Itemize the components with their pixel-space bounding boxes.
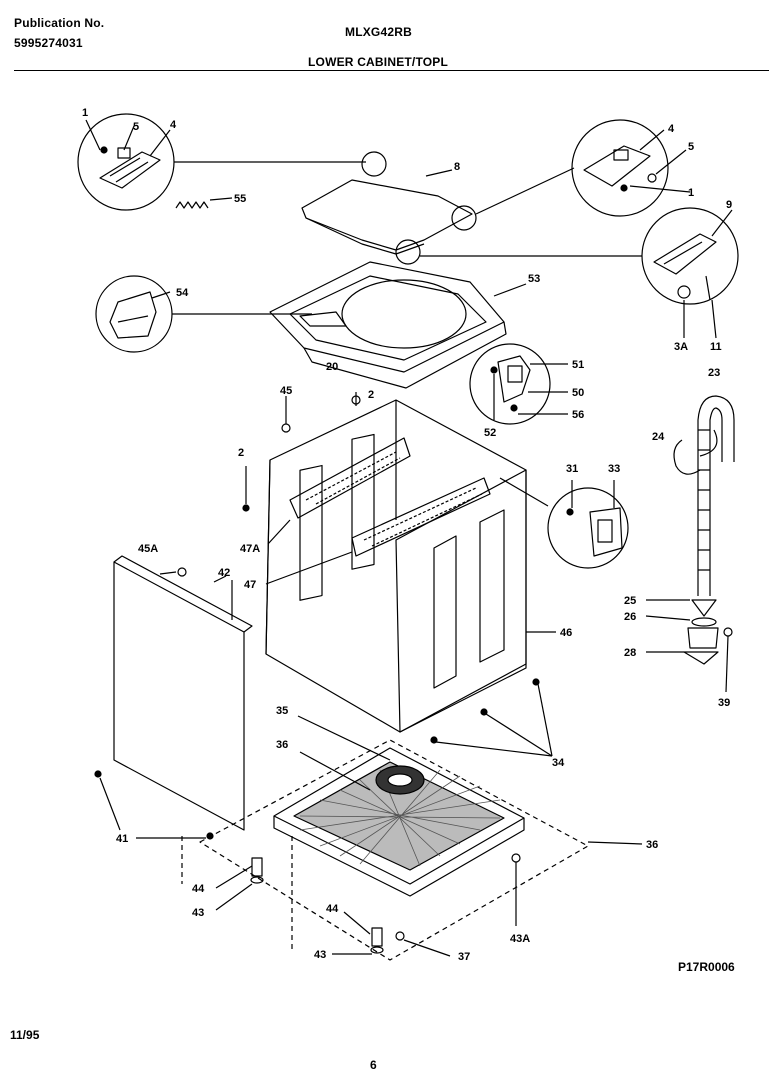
callout-label: 56 xyxy=(572,409,584,421)
callout-label: 25 xyxy=(624,595,636,607)
callout-label: 9 xyxy=(726,199,732,211)
callout-label: 45A xyxy=(138,543,158,555)
callout-label: 42 xyxy=(218,567,230,579)
callout-label: 50 xyxy=(572,387,584,399)
publication-label: Publication No. xyxy=(14,16,105,30)
callout-label: 23 xyxy=(708,367,720,379)
footprint-outline xyxy=(181,739,589,961)
callout-label: 45 xyxy=(280,385,292,397)
leader-lines xyxy=(159,519,643,957)
callout-label: 36 xyxy=(646,839,658,851)
detail-circle-switch-bracket xyxy=(469,343,568,425)
callout-label: 52 xyxy=(484,427,496,439)
callout-label: 31 xyxy=(566,463,578,475)
callout-label: 28 xyxy=(624,647,636,659)
callout-label: 46 xyxy=(560,627,572,639)
top-lid xyxy=(301,151,477,265)
callout-label: 47A xyxy=(240,543,260,555)
callout-label: 33 xyxy=(608,463,620,475)
callout-label: 2 xyxy=(238,447,244,459)
callout-label: 24 xyxy=(652,431,665,443)
callout-label: 37 xyxy=(458,951,470,963)
callout-label: 26 xyxy=(624,611,636,623)
callout-label: 11 xyxy=(710,341,722,353)
figure-code: P17R0006 xyxy=(678,960,735,974)
front-panel xyxy=(395,469,556,733)
section-title: LOWER CABINET/TOPL xyxy=(308,55,449,69)
callout-label: 4 xyxy=(170,119,177,131)
screws xyxy=(94,466,553,840)
callout-label: 47 xyxy=(244,579,256,591)
callout-label: 44 xyxy=(192,883,205,895)
callout-label: 34 xyxy=(552,757,565,769)
callout-label: 54 xyxy=(176,287,189,299)
callout-label: 36 xyxy=(276,739,288,751)
publication-number: 5995274031 xyxy=(14,36,83,50)
callout-label: 3A xyxy=(674,341,688,353)
callout-label: 2 xyxy=(368,389,374,401)
detail-circle-pump xyxy=(547,480,629,569)
callout-label: 4 xyxy=(668,123,675,135)
lower-brace xyxy=(351,477,491,557)
callout-label: 43 xyxy=(314,949,326,961)
page-number: 6 xyxy=(370,1058,377,1072)
drain-hose-assembly xyxy=(645,395,735,693)
callout-label: 39 xyxy=(718,697,730,709)
callout-label: 1 xyxy=(688,187,694,199)
callout-label: 55 xyxy=(234,193,246,205)
top-panel xyxy=(269,261,527,389)
spring xyxy=(175,197,233,209)
callout-label: 1 xyxy=(82,107,88,119)
callout-label: 5 xyxy=(133,121,139,133)
callout-label: 43A xyxy=(510,933,530,945)
callout-label: 35 xyxy=(276,705,288,717)
detail-circle-hinge-right xyxy=(571,119,691,217)
issue-date: 11/95 xyxy=(10,1028,40,1042)
base-pan xyxy=(273,747,525,897)
callout-label: 8 xyxy=(454,161,460,173)
callout-label: 20 xyxy=(326,361,338,373)
callout-label: 43 xyxy=(192,907,204,919)
callout-label: 44 xyxy=(326,903,339,915)
upper-brace xyxy=(289,437,411,519)
header-rule xyxy=(14,70,769,71)
model-number: MLXG42RB xyxy=(345,25,412,39)
callout-label: 53 xyxy=(528,273,540,285)
callout-label: 51 xyxy=(572,359,584,371)
leveling-feet xyxy=(250,853,521,954)
side-panel xyxy=(113,555,253,831)
callout-label: 41 xyxy=(116,833,128,845)
callout-label: 5 xyxy=(688,141,694,153)
detail-circle-hinge-left xyxy=(77,113,175,211)
detail-circle-lid-switch xyxy=(641,207,739,339)
detail-circle-dispenser xyxy=(95,275,173,353)
